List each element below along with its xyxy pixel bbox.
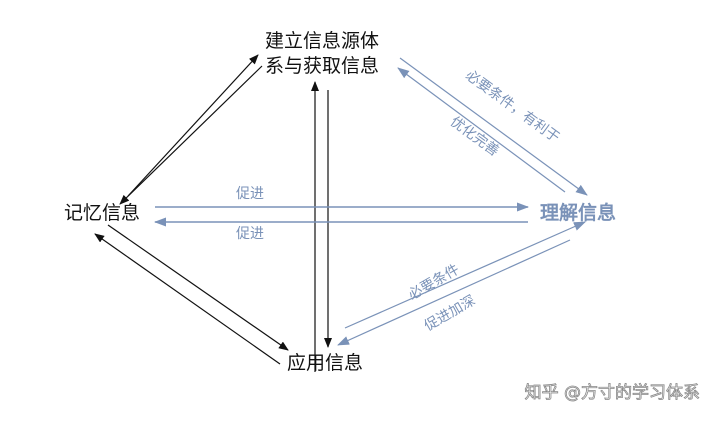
watermark: 知乎 @方寸的学习体系 [525, 383, 700, 403]
arrow-bottom-to-left [94, 233, 281, 365]
arrow-left-to-top [127, 54, 259, 197]
label-right-to-left: 促进 [236, 226, 264, 242]
arrow-right-to-bottom [337, 239, 571, 346]
node-bottom: 应用信息 [287, 352, 363, 374]
node-right: 理解信息 [540, 201, 616, 224]
node-top-line1: 建立信息源体 [265, 30, 379, 52]
arrow-left-to-bottom [107, 224, 289, 351]
node-left: 记忆信息 [64, 202, 140, 224]
label-left-to-right: 促进 [236, 186, 264, 202]
arrow-bottom-to-right [344, 221, 586, 329]
label-right-to-bottom: 促进加深 [422, 293, 478, 335]
label-bottom-to-right: 必要条件 [405, 261, 462, 304]
label-right-to-top: 优化完善 [447, 114, 502, 160]
arrow-top-to-right [399, 57, 588, 196]
arrow-top-to-left [119, 65, 263, 205]
node-top-line2: 系与获取信息 [265, 55, 379, 77]
arrow-right-to-top [397, 67, 566, 193]
